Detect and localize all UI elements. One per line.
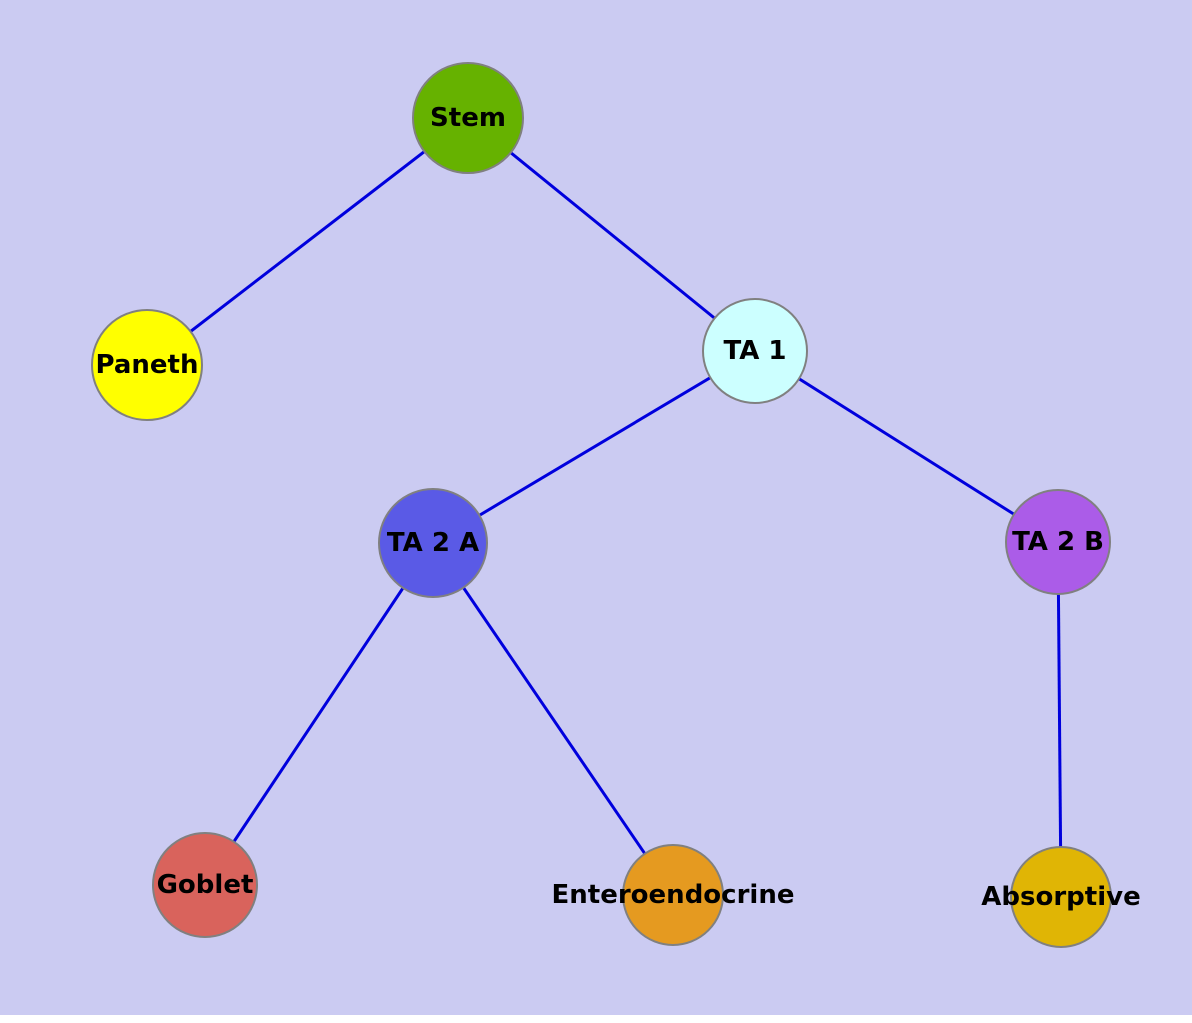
node-stem[interactable]: Stem	[412, 62, 524, 174]
edge-ta2a-enteroendocrine	[431, 542, 675, 896]
node-circle-ta2b[interactable]	[1005, 489, 1111, 595]
edge-ta1-ta2a	[432, 349, 756, 545]
node-circle-absorptive[interactable]	[1010, 846, 1112, 948]
node-circle-ta1[interactable]	[702, 298, 808, 404]
node-ta2b[interactable]: TA 2 B	[1005, 489, 1111, 595]
node-circle-ta2a[interactable]	[378, 488, 488, 598]
node-goblet[interactable]: Goblet	[152, 832, 258, 938]
node-ta2a[interactable]: TA 2 A	[378, 488, 488, 598]
edge-stem-ta1	[467, 116, 756, 353]
node-ta1[interactable]: TA 1	[702, 298, 808, 404]
node-circle-stem[interactable]	[412, 62, 524, 174]
edge-ta2b-absorptive	[1056, 541, 1063, 898]
node-circle-paneth[interactable]	[91, 309, 203, 421]
edge-stem-paneth	[146, 116, 469, 367]
node-paneth[interactable]: Paneth	[91, 309, 203, 421]
node-circle-enteroendocrine[interactable]	[622, 844, 724, 946]
edge-ta2a-goblet	[203, 542, 435, 886]
edge-ta1-ta2b	[754, 349, 1059, 544]
node-circle-goblet[interactable]	[152, 832, 258, 938]
